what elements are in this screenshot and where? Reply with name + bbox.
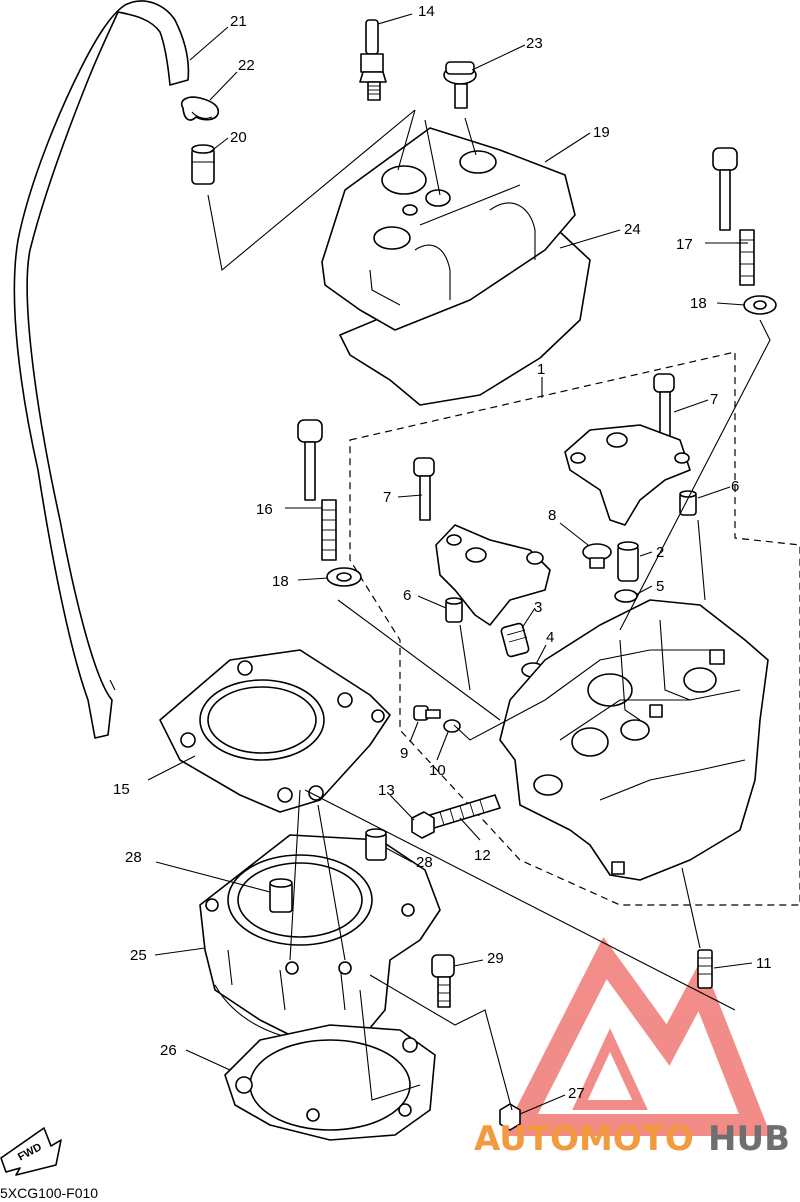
callout-18-left: 18 [272, 573, 289, 590]
callout-26: 26 [160, 1042, 177, 1059]
callout-19: 19 [593, 124, 610, 141]
dowel-pin-28-right [365, 828, 387, 861]
washer-10 [443, 719, 461, 733]
washer-right [743, 295, 777, 315]
callout-6-right: 6 [731, 478, 739, 495]
bolt-29 [431, 954, 455, 1008]
callout-7-left: 7 [383, 489, 391, 506]
watermark-brand-orange: AUTOMOTO [474, 1119, 694, 1159]
callout-22: 22 [238, 57, 255, 74]
stud-11 [697, 949, 713, 989]
watermark-logo-icon [502, 936, 772, 1136]
hose-clip [181, 96, 220, 121]
callout-29: 29 [487, 950, 504, 967]
cylinder-head [499, 599, 769, 881]
spark-plug [359, 19, 387, 101]
dowel-pin-28-left [269, 878, 293, 913]
cylinder-head-assembly-boundary [349, 351, 800, 906]
callout-1: 1 [537, 361, 545, 378]
forward-arrow-icon: FWD [0, 1127, 62, 1176]
dowel-pin-left [445, 597, 463, 623]
callout-leaders [147, 13, 753, 1115]
nut-13 [411, 811, 435, 839]
callout-7-right: 7 [710, 391, 718, 408]
bolt-9 [413, 705, 441, 721]
callout-14: 14 [418, 3, 435, 20]
assembly-guide-lines [207, 109, 771, 1111]
callout-28-right: 28 [416, 854, 433, 871]
callout-13: 13 [378, 782, 395, 799]
cylinder-head-cover [321, 127, 591, 406]
watermark-text: AUTOMOTO HUB [474, 1119, 790, 1159]
plug-bolt [582, 543, 612, 569]
callout-12: 12 [474, 847, 491, 864]
callout-11: 11 [756, 955, 772, 972]
callout-8: 8 [548, 507, 556, 524]
head-bolt-right [712, 147, 755, 286]
head-bolt-left [297, 419, 337, 561]
diagram-code: 5XCG100-F010 [0, 1185, 98, 1201]
callout-27: 27 [568, 1085, 585, 1102]
watermark-brand-gray: HUB [708, 1119, 790, 1159]
callout-5: 5 [656, 578, 664, 595]
callout-15: 15 [113, 781, 130, 798]
cylinder-base-gasket [224, 1024, 436, 1141]
cover-bolt [443, 61, 477, 109]
callout-labels: 21 22 20 14 23 19 24 17 18 1 7 6 7 16 18… [113, 3, 772, 1102]
callout-25: 25 [130, 947, 147, 964]
camshaft-cap-left [413, 457, 551, 626]
callout-20: 20 [230, 129, 247, 146]
callout-9: 9 [400, 745, 408, 762]
callout-16: 16 [256, 501, 273, 518]
callout-23: 23 [526, 35, 543, 52]
callout-4: 4 [546, 629, 554, 646]
callout-2: 2 [656, 544, 664, 561]
o-ring-upper [614, 589, 638, 603]
fitting-lower [500, 622, 530, 658]
callout-21: 21 [230, 13, 247, 30]
breather-hose [13, 0, 190, 739]
camshaft-cap-right [564, 373, 691, 526]
callout-3: 3 [534, 599, 542, 616]
washer-left [326, 567, 362, 587]
cylinder [199, 834, 441, 1051]
fitting-upper [617, 541, 639, 582]
callout-10: 10 [429, 762, 446, 779]
callout-24: 24 [624, 221, 641, 238]
callout-17: 17 [676, 236, 693, 253]
callout-28-left: 28 [125, 849, 142, 866]
cylinder-head-gasket [159, 649, 391, 813]
callout-6-left: 6 [403, 587, 411, 604]
callout-18-right: 18 [690, 295, 707, 312]
dowel-pin-right [679, 490, 697, 516]
